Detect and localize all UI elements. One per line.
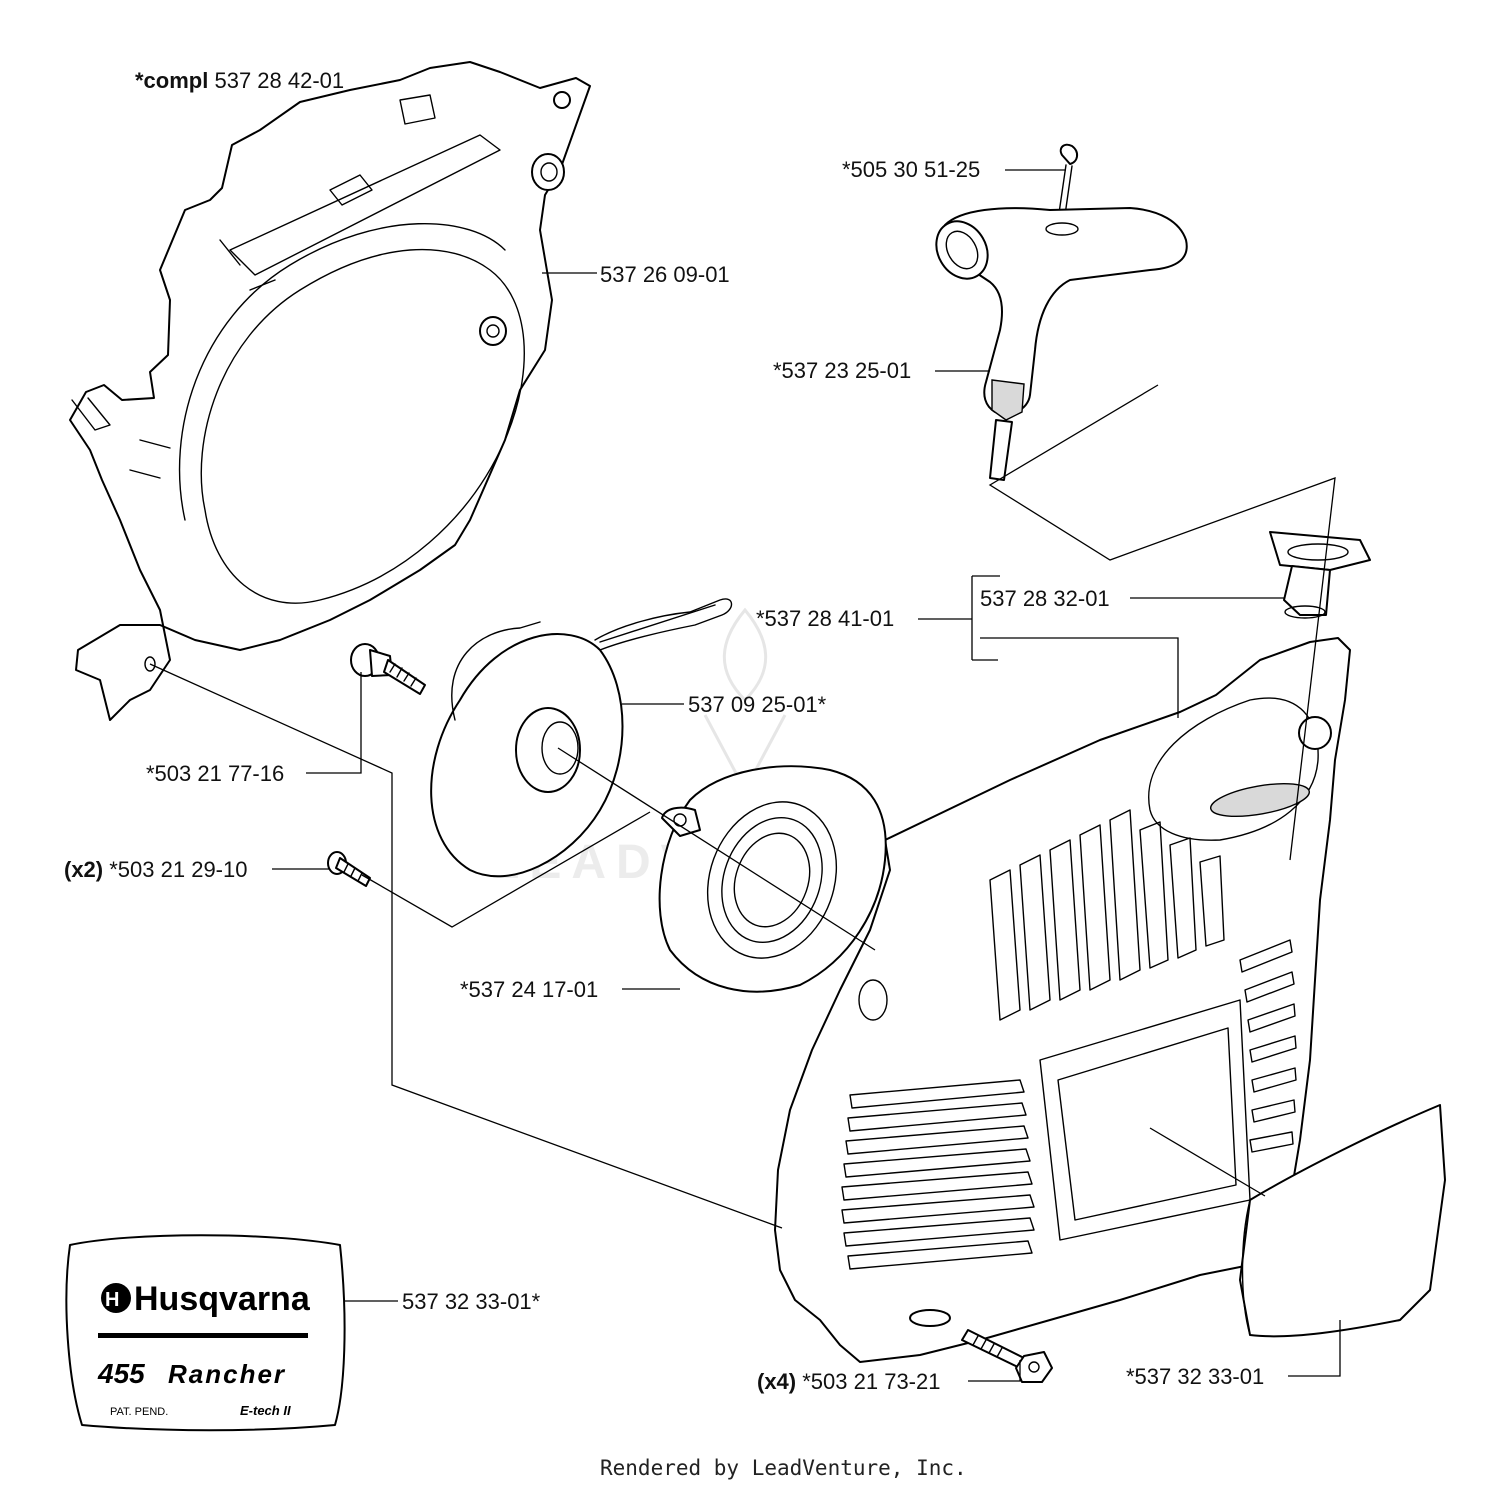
starter-handle-part <box>935 143 1188 481</box>
callout-rope-lock: *505 30 51-25 <box>842 157 980 182</box>
decal-model-number: 455 <box>97 1358 145 1389</box>
callout-rope-pulley: 537 09 25-01* <box>688 692 827 717</box>
footer-credit: Rendered by LeadVenture, Inc. <box>600 1456 967 1480</box>
callout-recoil-spring: *537 24 17-01 <box>460 977 598 1002</box>
callout-screw-x4: (x4) *503 21 73-21 <box>757 1369 940 1394</box>
leader-lines <box>149 169 1341 1382</box>
screw-x2-part <box>327 851 371 887</box>
decal-label-part: H Husqvarna 455 Rancher PAT. PEND. E-tec… <box>65 1234 346 1432</box>
pulley-screw-part <box>350 643 426 695</box>
callout-decal: 537 32 33-01* <box>402 1289 541 1314</box>
callout-pulley-screw: *503 21 77-16 <box>146 761 284 786</box>
callout-fan-housing: 537 26 09-01 <box>600 262 730 287</box>
callout-starter-handle: *537 23 25-01 <box>773 358 911 383</box>
screw-x4-part <box>961 1329 1053 1383</box>
callout-fan-housing-compl: *compl 537 28 42-01 <box>135 68 344 93</box>
svg-text:H: H <box>105 1289 119 1311</box>
decal-model-name: Rancher <box>168 1359 286 1389</box>
rope-pulley-part <box>430 598 733 878</box>
decal-brand-text: Husqvarna <box>134 1280 311 1318</box>
husqvarna-logo-icon: H <box>101 1283 131 1313</box>
callout-rope-guide: 537 28 32-01 <box>980 586 1110 611</box>
callout-decal-plate: *537 32 33-01 <box>1126 1364 1264 1389</box>
fan-housing-part <box>69 61 591 721</box>
recoil-spring-part <box>658 765 887 993</box>
decal-tech-text: E-tech II <box>240 1403 291 1418</box>
decal-patent-text: PAT. PEND. <box>110 1406 168 1418</box>
rope-guide-part <box>1269 531 1371 619</box>
callout-screw-x2: (x2) *503 21 29-10 <box>64 857 247 882</box>
cover-vents-lower <box>841 1079 1035 1270</box>
cover-vents-side <box>1239 939 1297 1153</box>
callout-starter-cover-assy: *537 28 41-01 <box>756 606 894 631</box>
cover-vents-upper <box>989 809 1225 1021</box>
callouts: *compl 537 28 42-01 537 26 09-01 *505 30… <box>64 68 1264 1394</box>
decal-plate-part <box>1239 1104 1446 1338</box>
